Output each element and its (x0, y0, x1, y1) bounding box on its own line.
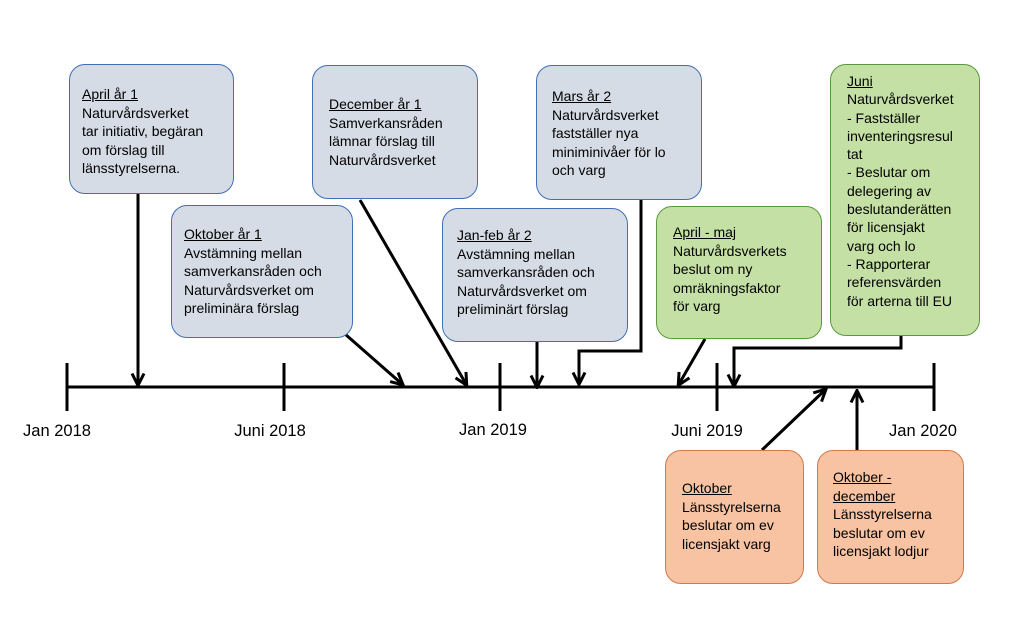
event-heading: Juni (847, 73, 873, 89)
tick-label-jan-2018: Jan 2018 (23, 422, 91, 440)
event-heading: Oktober - december (833, 469, 896, 504)
event-heading: April år 1 (82, 86, 139, 102)
arrow-juni (734, 335, 903, 385)
arrow-oktober (760, 390, 825, 452)
arrow-april-maj (679, 338, 707, 384)
event-text: Naturvårdsverket tar initiativ, begäran … (82, 104, 204, 177)
event-text: Naturvårdsverket - Fastställer inventeri… (847, 91, 954, 309)
event-box-juni: Juni Naturvårdsverket - Fastställer inve… (830, 64, 980, 336)
event-text: Länsstyrelserna beslutar om ev licensjak… (833, 506, 932, 559)
event-box-mars-ar-2: Mars år 2 Naturvårdsverket fastställer n… (536, 65, 702, 200)
arrow-oktober-ar-1 (344, 332, 402, 384)
event-text: Naturvårdsverket fastställer nya minimin… (552, 106, 666, 179)
event-heading: Oktober (682, 480, 732, 496)
tick-label-jan-2020: Jan 2020 (889, 422, 957, 440)
event-box-oktober-december: Oktober - december Länsstyrelserna beslu… (817, 450, 964, 584)
tick-label-juni-2018: Juni 2018 (234, 422, 306, 440)
event-heading: Jan-feb år 2 (457, 227, 532, 243)
arrow-mars-ar-2 (579, 200, 643, 383)
event-text: Avstämning mellan samverkansråden och Na… (184, 244, 322, 317)
event-heading: Mars år 2 (552, 88, 612, 104)
arrow-december-ar-1 (358, 199, 466, 384)
event-box-oktober: Oktober Länsstyrelserna beslutar om ev l… (665, 450, 804, 584)
event-heading: Oktober år 1 (184, 226, 262, 242)
tick-label-juni-2019: Juni 2019 (671, 422, 743, 440)
event-box-april-ar-1: April år 1 Naturvårdsverket tar initiati… (69, 64, 234, 194)
event-text: Avstämning mellan samverkansråden och Na… (457, 245, 595, 318)
event-box-oktober-ar-1: Oktober år 1 Avstämning mellan samverkan… (171, 205, 353, 338)
event-text: Naturvårdsverkets beslut om ny omräkning… (673, 242, 787, 315)
event-box-april-maj: April - maj Naturvårdsverkets beslut om … (656, 206, 822, 339)
event-box-december-ar-1: December år 1 Samverkansråden lämnar för… (312, 65, 478, 199)
event-heading: December år 1 (329, 96, 422, 112)
event-text: Samverkansråden lämnar förslag till Natu… (329, 114, 443, 168)
event-text: Länsstyrelserna beslutar om ev licensjak… (682, 498, 781, 552)
event-box-jan-feb-ar-2: Jan-feb år 2 Avstämning mellan samverkan… (442, 208, 628, 342)
tick-label-jan-2019: Jan 2019 (459, 421, 527, 439)
event-heading: April - maj (673, 224, 737, 240)
